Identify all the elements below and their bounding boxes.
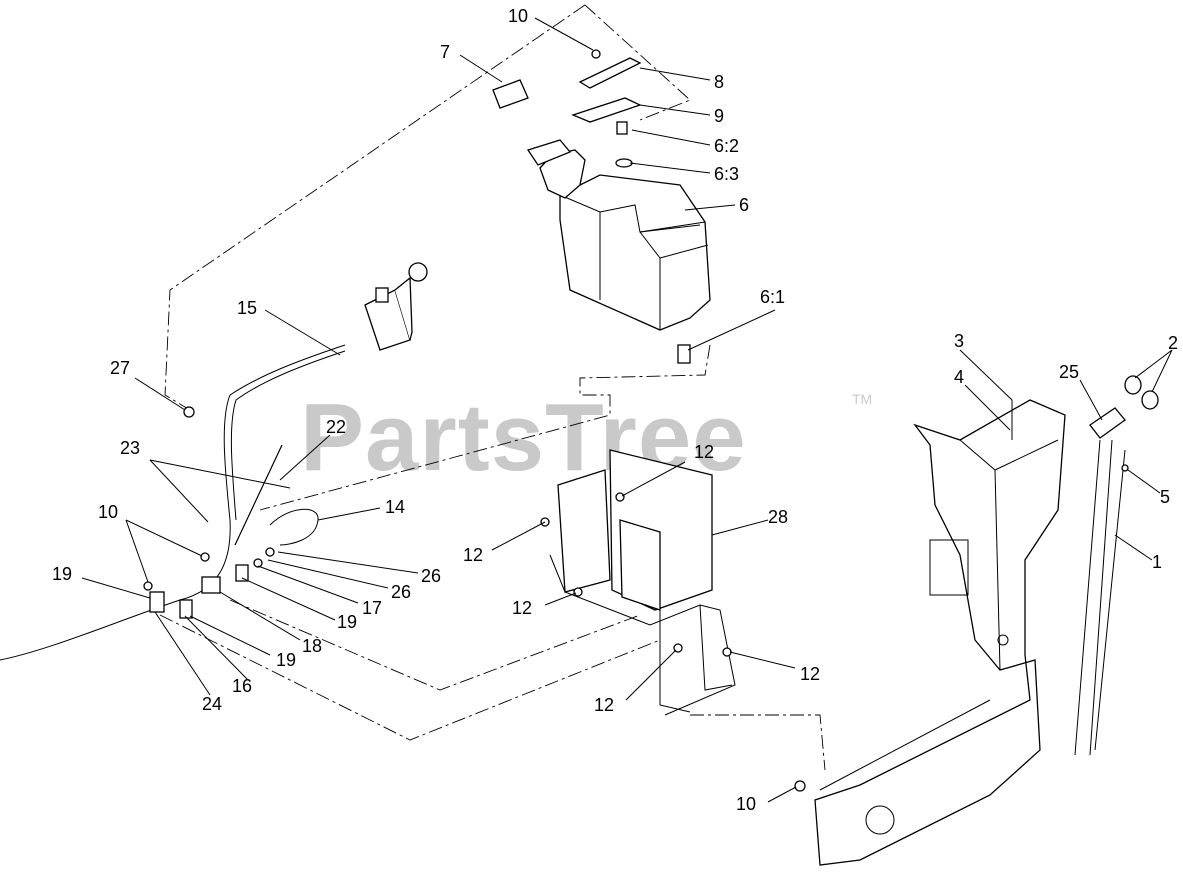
- callout-12-mid: 12: [512, 598, 532, 618]
- callout-27: 27: [110, 358, 130, 378]
- callout-6-1: 6:1: [760, 287, 785, 307]
- callout-17: 17: [362, 598, 382, 618]
- assembly-guide-lines: [159, 4, 1066, 771]
- watermark-trademark: TM: [852, 391, 872, 407]
- callout-10-top: 10: [508, 6, 528, 26]
- vent-hose: [269, 508, 319, 546]
- callout-14: 14: [385, 497, 405, 517]
- callout-labels: 10 7 8 9 6:2 6:3 6 6:1 15 27 22 23 14 10…: [52, 6, 1178, 814]
- callout-3: 3: [954, 331, 964, 351]
- tank-cap: [492, 79, 529, 109]
- callout-1: 1: [1152, 552, 1162, 572]
- callout-23: 23: [120, 438, 140, 458]
- callout-2: 2: [1168, 333, 1178, 353]
- callout-25: 25: [1059, 362, 1079, 382]
- valve-cluster: [143, 547, 275, 619]
- callout-8: 8: [714, 72, 724, 92]
- callout-12-left: 12: [463, 545, 483, 565]
- callout-19-low: 19: [276, 650, 296, 670]
- callout-28: 28: [768, 507, 788, 527]
- callout-12-right: 12: [800, 664, 820, 684]
- control-cables: [1011, 375, 1159, 756]
- callout-7: 7: [440, 42, 450, 62]
- callout-19-left: 19: [52, 564, 72, 584]
- callout-18: 18: [302, 636, 322, 656]
- frame-console: [814, 399, 1066, 866]
- hardware: [540, 492, 806, 792]
- callout-9: 9: [714, 106, 724, 126]
- hose-clamp-27: [183, 406, 195, 418]
- callout-24: 24: [202, 694, 222, 714]
- callout-4: 4: [954, 367, 964, 387]
- tank-pad: [571, 97, 642, 123]
- callout-12-top: 12: [694, 442, 714, 462]
- tank-strap: [578, 57, 642, 89]
- leader-lines: [81, 17, 1173, 803]
- mounting-brackets: [549, 449, 736, 716]
- callout-22: 22: [326, 417, 346, 437]
- callout-10-left: 10: [98, 502, 118, 522]
- callout-15: 15: [237, 298, 257, 318]
- callout-26-b: 26: [391, 582, 411, 602]
- callout-6-2: 6:2: [714, 136, 739, 156]
- callout-16: 16: [232, 676, 252, 696]
- callout-19-mid: 19: [337, 612, 357, 632]
- callout-26-a: 26: [421, 566, 441, 586]
- callout-5: 5: [1160, 487, 1170, 507]
- fuel-tank: [526, 139, 711, 364]
- elbow-fitting: [616, 121, 628, 135]
- fuel-hose-inner: [230, 350, 346, 521]
- callout-6-3: 6:3: [714, 164, 739, 184]
- callout-6: 6: [739, 195, 749, 215]
- nut-top: [591, 49, 601, 59]
- callout-12-bottom: 12: [594, 695, 614, 715]
- fuel-hose: [0, 344, 346, 661]
- spring: [234, 444, 283, 546]
- callout-10-bottom: 10: [736, 794, 756, 814]
- shutoff-bracket: [364, 262, 428, 351]
